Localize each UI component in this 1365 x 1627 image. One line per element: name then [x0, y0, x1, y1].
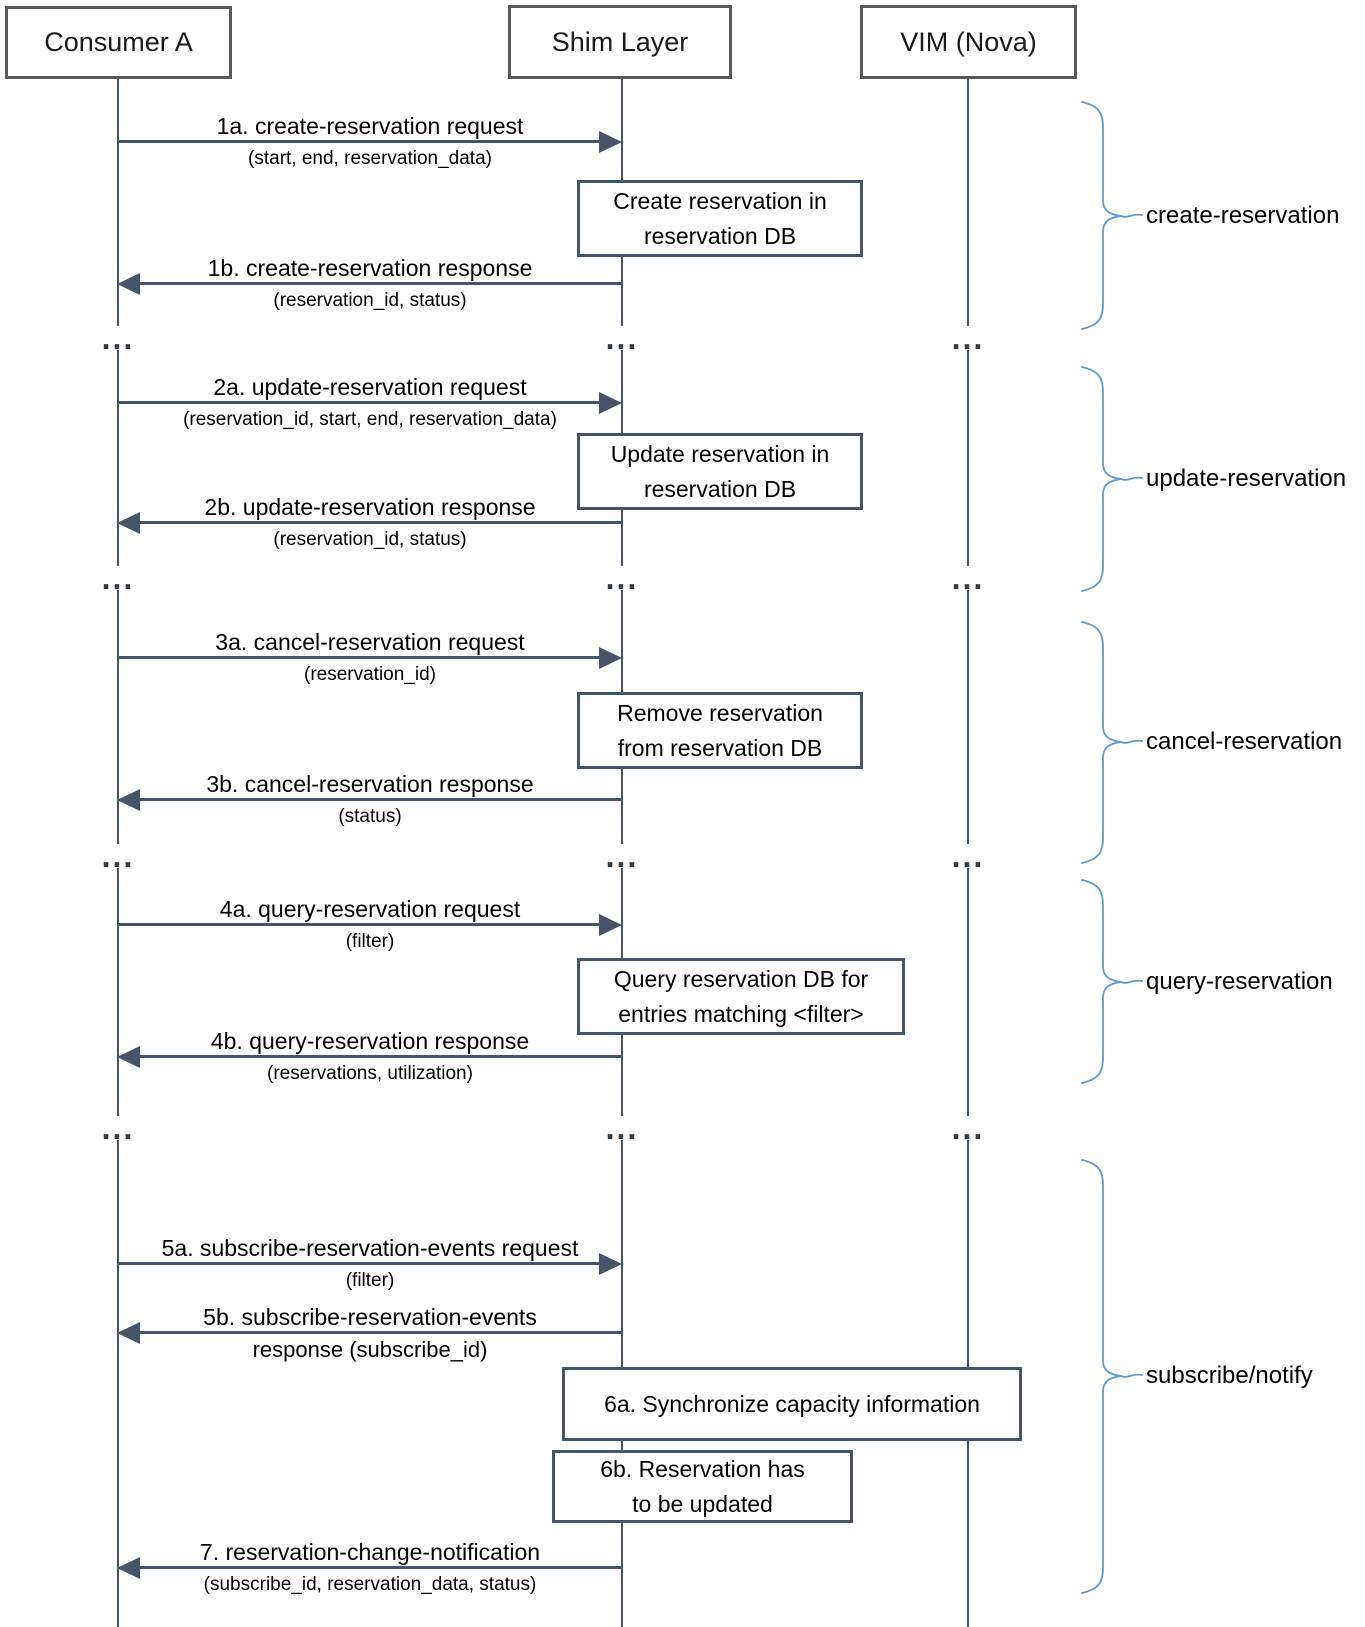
msg-3b-arrowhead-icon — [117, 789, 140, 811]
msg-5b-arrowhead-icon — [117, 1322, 140, 1344]
msg-5b-line — [138, 1331, 622, 1334]
brace-label-cancel-reservation: cancel-reservation — [1146, 728, 1343, 755]
msg-2b-line — [138, 521, 622, 524]
lifeline-consumer-seg4 — [117, 868, 119, 1116]
msg-1a-line — [118, 140, 602, 143]
lifeline-ellipsis: ... — [101, 320, 135, 356]
msg-4a-params: (filter) — [345, 931, 395, 952]
msg-3a-arrowhead-icon — [599, 647, 622, 669]
msg-2a-line — [118, 401, 602, 404]
msg-4b-line — [138, 1055, 622, 1058]
actor-label-vim-nova: VIM (Nova) — [900, 26, 1037, 57]
action-box-update-reservation: Update reservation in reservation DB — [577, 433, 863, 510]
msg-1b-arrowhead-icon — [117, 273, 140, 295]
lifeline-vim-seg1 — [967, 79, 969, 326]
lifeline-consumer-seg5 — [117, 1140, 119, 1627]
msg-5a-line — [118, 1262, 602, 1265]
msg-5b-label: 5b. subscribe-reservation-events — [203, 1304, 537, 1330]
msg-2a-params: (reservation_id, start, end, reservation… — [183, 409, 557, 430]
actor-box-shim-layer: Shim Layer — [508, 5, 732, 79]
msg-4b-label: 4b. query-reservation response — [210, 1028, 530, 1054]
lifeline-ellipsis: ... — [101, 1110, 135, 1146]
msg-1b-params: (reservation_id, status) — [273, 290, 467, 311]
msg-1b-label: 1b. create-reservation response — [207, 255, 533, 281]
actor-label-consumer-a: Consumer A — [44, 27, 193, 57]
lifeline-vim-seg2 — [967, 350, 969, 566]
lifeline-consumer-seg2 — [117, 350, 119, 566]
lifeline-ellipsis: ... — [951, 1110, 985, 1146]
brace-label-subscribe-notify: subscribe/notify — [1146, 1362, 1313, 1389]
msg-7-arrowhead-icon — [117, 1557, 140, 1579]
msg-7-label: 7. reservation-change-notification — [199, 1539, 541, 1565]
actor-box-vim-nova: VIM (Nova) — [860, 5, 1077, 79]
brace-subscribe-notify-icon — [1081, 1159, 1143, 1594]
lifeline-vim-seg3 — [967, 590, 969, 844]
brace-label-create-reservation: create-reservation — [1146, 202, 1340, 229]
brace-cancel-reservation-icon — [1081, 621, 1143, 864]
msg-3b-label: 3b. cancel-reservation response — [206, 771, 534, 797]
action-box-synchronize-capacity: 6a. Synchronize capacity information — [562, 1367, 1022, 1441]
msg-2b-params: (reservation_id, status) — [273, 529, 467, 550]
msg-1a-params: (start, end, reservation_data) — [248, 148, 492, 169]
lifeline-ellipsis: ... — [101, 838, 135, 874]
lifeline-ellipsis: ... — [605, 560, 639, 596]
brace-label-query-reservation: query-reservation — [1146, 968, 1333, 995]
lifeline-vim-seg4 — [967, 868, 969, 1116]
brace-create-reservation-icon — [1081, 101, 1143, 330]
msg-2a-arrowhead-icon — [599, 392, 622, 414]
lifeline-ellipsis: ... — [605, 320, 639, 356]
lifeline-consumer-seg1 — [117, 79, 119, 326]
lifeline-ellipsis: ... — [101, 560, 135, 596]
lifeline-consumer-seg3 — [117, 590, 119, 844]
actor-label-shim-layer: Shim Layer — [551, 26, 689, 57]
action-box-reservation-update-needed: 6b. Reservation has to be updated — [552, 1450, 853, 1523]
msg-1a-label: 1a. create-reservation request — [216, 113, 524, 139]
msg-3a-line — [118, 656, 602, 659]
msg-1a-arrowhead-icon — [599, 131, 622, 153]
msg-7-params: (subscribe_id, reservation_data, status) — [203, 1574, 537, 1595]
lifeline-ellipsis: ... — [605, 1110, 639, 1146]
msg-5a-params: (filter) — [345, 1270, 395, 1291]
msg-5a-label: 5a. subscribe-reservation-events request — [161, 1235, 579, 1261]
msg-5a-arrowhead-icon — [599, 1253, 622, 1275]
msg-3a-label: 3a. cancel-reservation request — [215, 629, 525, 655]
msg-3b-line — [138, 798, 622, 801]
msg-4a-line — [118, 923, 602, 926]
msg-5b-params: response (subscribe_id) — [252, 1337, 488, 1362]
lifeline-ellipsis: ... — [951, 560, 985, 596]
brace-label-update-reservation: update-reservation — [1146, 465, 1347, 492]
msg-2b-arrowhead-icon — [117, 512, 140, 534]
lifeline-ellipsis: ... — [951, 320, 985, 356]
action-box-create-reservation: Create reservation in reservation DB — [577, 180, 863, 257]
msg-4a-arrowhead-icon — [599, 914, 622, 936]
msg-4b-arrowhead-icon — [117, 1046, 140, 1068]
msg-3b-params: (status) — [338, 806, 402, 827]
msg-3a-params: (reservation_id) — [304, 664, 436, 685]
brace-update-reservation-icon — [1081, 366, 1143, 592]
msg-2a-label: 2a. update-reservation request — [213, 374, 527, 400]
msg-4b-params: (reservations, utilization) — [267, 1063, 473, 1084]
msg-2b-label: 2b. update-reservation response — [204, 494, 536, 520]
action-box-query-reservation: Query reservation DB for entries matchin… — [577, 958, 905, 1035]
brace-query-reservation-icon — [1081, 879, 1143, 1084]
actor-box-consumer-a: Consumer A — [5, 6, 232, 79]
action-box-remove-reservation: Remove reservation from reservation DB — [577, 692, 863, 769]
lifeline-ellipsis: ... — [605, 838, 639, 874]
lifeline-ellipsis: ... — [951, 838, 985, 874]
msg-4a-label: 4a. query-reservation request — [219, 896, 521, 922]
msg-7-line — [138, 1566, 622, 1569]
msg-1b-line — [138, 282, 622, 285]
